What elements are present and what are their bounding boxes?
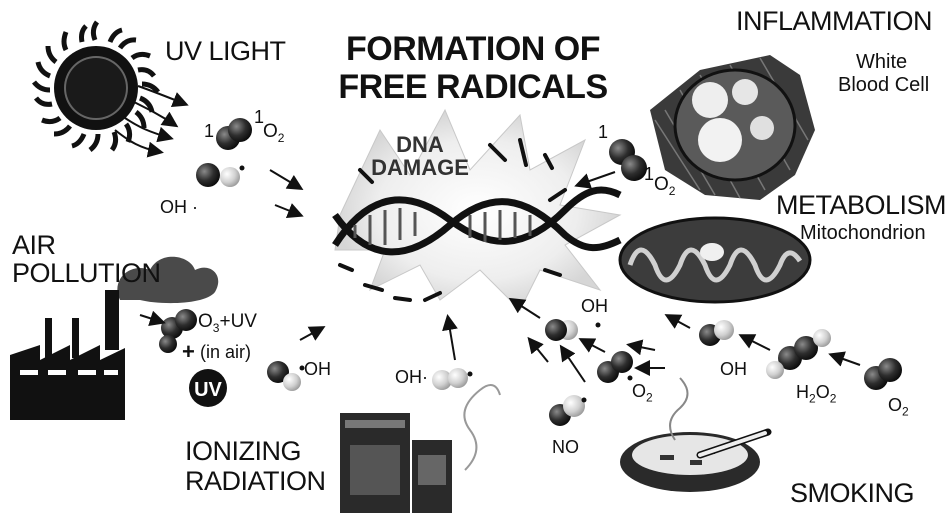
blood-cell-label: Blood Cell [838, 75, 929, 95]
air-label: AIR [12, 232, 56, 259]
hydroxyl-molecule-radiation [432, 368, 473, 390]
arrows-uv-to-dna [270, 170, 300, 215]
smoking-label: SMOKING [790, 480, 914, 507]
hydroxyl-label-chain-top: OH [581, 297, 608, 315]
hydroxyl-molecule-uv [196, 163, 245, 187]
singlet-o2-formula-inflammation: O2 [654, 175, 675, 197]
arrow-radiation [448, 318, 455, 360]
radiation-barrel-icon [340, 385, 500, 513]
hydroxyl-molecule-air [267, 361, 305, 391]
ionizing-label: IONIZING [185, 438, 301, 465]
singlet-oxygen-molecule-inflammation [609, 139, 647, 181]
uv-light-label: UV LIGHT [165, 38, 286, 65]
mitochondrion-label: Mitochondrion [800, 223, 926, 243]
dna-damage-label: DNA DAMAGE [360, 133, 480, 179]
singlet-o2-superscript-left: 1 [204, 122, 214, 140]
sun-icon [34, 22, 185, 152]
mitochondrion-icon [620, 218, 810, 302]
white-label: White [856, 52, 907, 72]
hydroxyl-label-chain-mid: OH [720, 360, 747, 378]
superoxide-molecule [597, 351, 633, 383]
dna-label-line-2: DAMAGE [360, 156, 480, 179]
singlet-oxygen-molecule-uv [216, 118, 252, 150]
oxygen-label: O2 [888, 396, 909, 418]
radiation-label: RADIATION [185, 468, 326, 495]
nitric-oxide-label: NO [552, 438, 579, 456]
uv-badge-label: UV [194, 379, 222, 401]
inflammation-label: INFLAMMATION [736, 8, 932, 35]
hydroxyl-label-radiation: OH· [395, 368, 428, 386]
pollution-label: POLLUTION [12, 260, 161, 287]
ozone-uv-label: O3+UV [198, 312, 257, 334]
hydroxyl-molecule-chain-top [545, 319, 601, 341]
hydroxyl-molecule-chain-mid [699, 320, 734, 346]
metabolism-label: METABOLISM [776, 192, 946, 219]
nitric-oxide-molecule [549, 395, 587, 426]
arrow-inflammation [578, 172, 615, 185]
diagram-title: FORMATION OF FREE RADICALS [338, 30, 608, 106]
title-line-1: FORMATION OF [338, 30, 608, 68]
plus-sign: + [182, 341, 195, 363]
dna-label-line-1: DNA [360, 133, 480, 156]
oxygen-molecule [864, 358, 902, 390]
title-line-2: FREE RADICALS [338, 68, 608, 106]
in-air-label: (in air) [200, 343, 251, 361]
hydroxyl-label-uv: OH · [160, 198, 198, 216]
singlet-o2-sup-inflammation-1: 1 [598, 123, 608, 141]
hydroxyl-label-air: OH [304, 360, 331, 378]
superoxide-label: O2 [632, 382, 653, 404]
hydrogen-peroxide-molecule [766, 329, 831, 379]
hydrogen-peroxide-label: H2O2 [796, 383, 836, 405]
singlet-o2-formula-uv: O2 [263, 122, 284, 144]
singlet-o2-sup-inflammation-2: 1 [644, 165, 654, 183]
